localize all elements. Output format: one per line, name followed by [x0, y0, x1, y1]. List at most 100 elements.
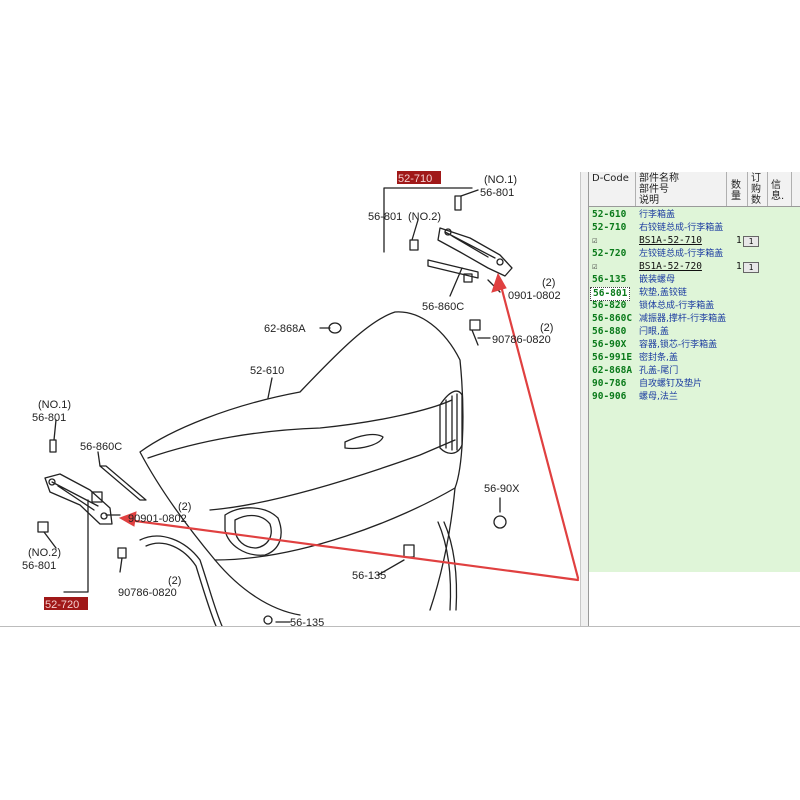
callout-no1-top: (NO.1): [484, 174, 517, 186]
part-code: 52-710: [592, 222, 627, 233]
license-lamp-recess: [344, 433, 384, 450]
callout-2-top-a: (2): [542, 277, 555, 289]
part-desc: 容器,锁芯-行李箱盖: [639, 340, 718, 350]
part-desc: 软垫,盖铰链: [639, 288, 687, 298]
parts-row-90-786[interactable]: 90-786 自攻螺钉及垫片: [589, 378, 800, 390]
part-code: 56-820: [592, 300, 627, 311]
parts-row-56-991e[interactable]: 56-991E 密封条,盖: [589, 352, 800, 364]
parts-list-header: D-Code 部件名称 部件号 说明 数 量 订 购 数 信 息.: [589, 172, 800, 207]
parts-row-52-610[interactable]: 52-610 行李箱盖: [589, 209, 800, 221]
part-code: 56-801: [590, 287, 631, 301]
highlight-arrows: [118, 272, 580, 582]
callout-56-860c-left: 56-860C: [80, 441, 122, 453]
callout-56-90x: 56-90X: [484, 483, 520, 495]
part-desc: 左铰链总成-行李箱盖: [639, 249, 724, 259]
callout-no2-left: (NO.2): [28, 547, 61, 559]
callout-52-710: 52-710: [398, 173, 432, 185]
select-checkbox[interactable]: ☑: [592, 262, 598, 272]
window-bottom-border: [0, 626, 800, 627]
col-info-b: 息.: [771, 191, 785, 202]
tag-52-720-bg: [44, 597, 88, 610]
col-info-a: 信: [771, 180, 781, 191]
order-qty-field[interactable]: 1: [743, 262, 759, 273]
callout-56-801-left2: 56-801: [22, 560, 56, 572]
trunk-lid-outline: [139, 311, 464, 561]
part-code: 52-720: [592, 248, 627, 259]
order-qty-field[interactable]: 1: [743, 236, 759, 247]
callout-56-135-a: 56-135: [352, 570, 386, 582]
weatherstrip-seal: [139, 535, 223, 627]
part-code: 90-906: [592, 391, 627, 402]
col-order-a: 订: [751, 173, 761, 184]
callout-62-868a: 62-868A: [264, 323, 306, 335]
part-desc: 右铰链总成-行李箱盖: [639, 223, 724, 233]
col-dcode: D-Code: [592, 173, 629, 184]
trunk-lid-trim-line: [209, 439, 456, 511]
parts-row-56-135[interactable]: 56-135 嵌装螺母: [589, 274, 800, 286]
parts-row-90-906[interactable]: 90-906 螺母,法兰: [589, 391, 800, 403]
col-order-c: 数: [751, 195, 761, 206]
part-desc: 嵌装螺母: [639, 275, 676, 285]
lamp-grille: [439, 390, 463, 454]
diagram-scrollbar[interactable]: [580, 172, 589, 627]
part-code: 56-90X: [592, 339, 627, 350]
part-desc: 孔盖-尾门: [639, 366, 679, 376]
callout-90786-top: 90786-0820: [492, 334, 551, 346]
parts-row-56-90x[interactable]: 56-90X 容器,锁芯-行李箱盖: [589, 339, 800, 351]
parts-row-56-880[interactable]: 56-880 闩眼,盖: [589, 326, 800, 338]
part-number: BS1A-52-710: [639, 235, 702, 246]
part-qty: 1: [736, 235, 742, 246]
tag-52-710-bg: [397, 171, 441, 184]
lock-cylinder-cap: [493, 515, 507, 529]
select-checkbox[interactable]: ☑: [592, 236, 598, 246]
col-desc-c: 说明: [639, 195, 659, 206]
part-desc: 锁体总成-行李箱盖: [639, 301, 715, 311]
lock-recess: [224, 507, 282, 556]
nut-56-135: [403, 544, 415, 558]
part-code: 52-610: [592, 209, 627, 220]
part-code: 90-786: [592, 378, 627, 389]
col-desc-a: 部件名称: [639, 173, 679, 184]
callout-2-left-b: (2): [168, 575, 181, 587]
parts-row-52-710[interactable]: 52-710 右铰链总成-行李箱盖: [589, 222, 800, 234]
parts-row-56-820[interactable]: 56-820 锁体总成-行李箱盖: [589, 300, 800, 312]
callout-2-top-b: (2): [540, 322, 553, 334]
part-code: 56-991E: [592, 352, 633, 363]
parts-row-62-868a[interactable]: 62-868A 孔盖-尾门: [589, 365, 800, 377]
col-qty-b: 量: [731, 191, 741, 202]
parts-row-bs1a-52-710[interactable]: ☑ BS1A-52-710 1 1: [589, 235, 800, 247]
parts-row-52-720[interactable]: 52-720 左铰链总成-行李箱盖: [589, 248, 800, 260]
callout-56-801-left: 56-801: [32, 412, 66, 424]
callout-56-860c-top: 56-860C: [422, 301, 464, 313]
parts-row-56-860c[interactable]: 56-860C 减振器,撑杆-行李箱盖: [589, 313, 800, 325]
part-desc: 自攻螺钉及垫片: [639, 379, 703, 389]
part-desc: 减振器,撑杆-行李箱盖: [639, 314, 727, 324]
left-hinge-assembly: [37, 439, 147, 559]
callout-no2-top: (NO.2): [408, 211, 441, 223]
col-qty-a: 数: [731, 180, 741, 191]
part-code: 56-860C: [592, 313, 633, 324]
callout-52-610: 52-610: [250, 365, 284, 377]
parts-row-bs1a-52-720[interactable]: ☑ BS1A-52-720 1 1: [589, 261, 800, 273]
callout-90901-top: 0901-0802: [508, 290, 561, 302]
col-desc-b: 部件号: [639, 184, 669, 195]
callout-56-801-top: 56-801: [480, 187, 514, 199]
callout-90901-left: 90901-0802: [128, 513, 187, 525]
callout-90786-left: 90786-0820: [118, 587, 177, 599]
grommet-62-868a: [328, 322, 342, 334]
callout-no1-left: (NO.1): [38, 399, 71, 411]
trunk-lid-inner-edge: [147, 399, 453, 459]
callout-52-720: 52-720: [45, 599, 79, 611]
parts-list-panel: D-Code 部件名称 部件号 说明 数 量 订 购 数 信 息. 52-610…: [588, 172, 800, 627]
part-number: BS1A-52-720: [639, 261, 702, 272]
callout-56-801-no2-top: 56-801: [368, 211, 402, 223]
parts-list-body: 52-610 行李箱盖 52-710 右铰链总成-行李箱盖 ☑ BS1A-52-…: [589, 207, 800, 572]
right-hinge-assembly: [409, 195, 513, 346]
part-code: 62-868A: [592, 365, 633, 376]
callout-2-left-a: (2): [178, 501, 191, 513]
part-desc: 密封条,盖: [639, 353, 678, 363]
trunk-lid-lower-panel: [214, 487, 456, 616]
parts-row-56-801[interactable]: 56-801 软垫,盖铰链: [589, 287, 800, 301]
part-qty: 1: [736, 261, 742, 272]
